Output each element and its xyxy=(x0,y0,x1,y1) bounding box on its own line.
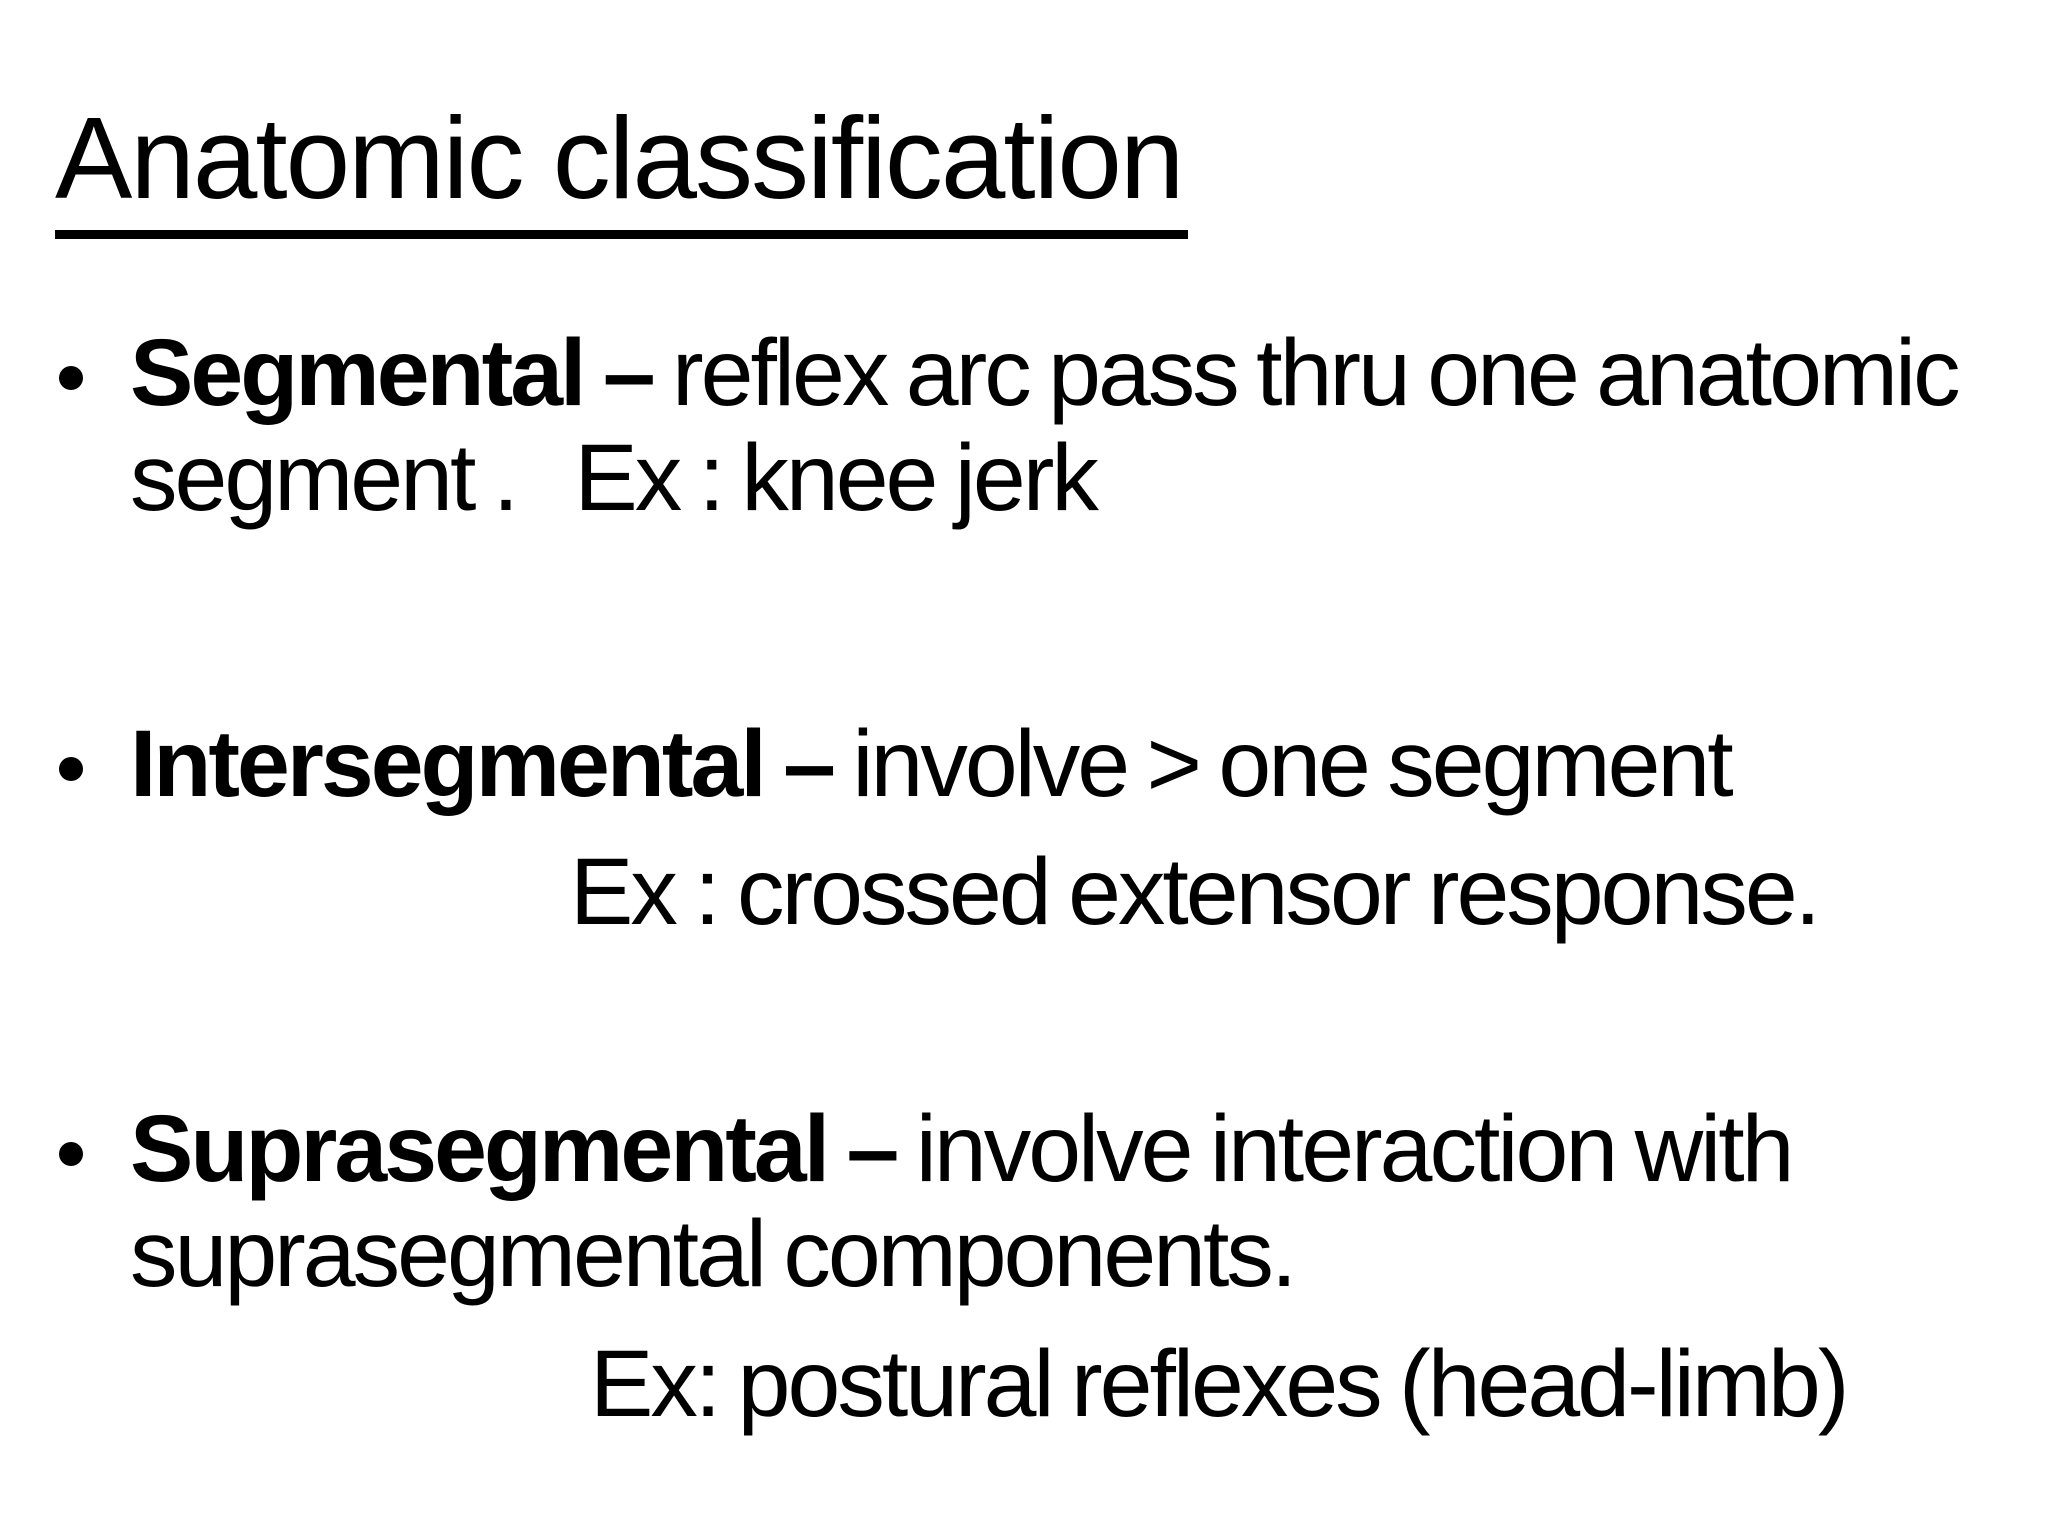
bullet-marker xyxy=(59,1142,83,1166)
bullet-marker xyxy=(59,757,83,781)
bullet-line-segmental: Segmental – reflex arc pass thru one ana… xyxy=(130,326,1961,421)
slide-title: Anatomic classification xyxy=(55,89,1189,240)
bullet-rest: involve > one segment xyxy=(833,711,1733,817)
bullet-continuation-segmental: segment . Ex : knee jerk xyxy=(130,425,1099,531)
bullet-example-intersegmental: Ex : crossed extensor response. xyxy=(570,839,1821,945)
bullet-rest: involve interaction with xyxy=(896,1096,1795,1202)
bullet-example-suprasegmental: Ex: postural reflexes (head-limb) xyxy=(590,1331,1849,1437)
bullet-rest: reflex arc pass thru one anatomic xyxy=(652,320,1961,426)
bullet-term: Segmental – xyxy=(130,320,656,426)
bullet-line-suprasegmental: Suprasegmental – involve interaction wit… xyxy=(130,1102,1795,1197)
bullet-term: Suprasegmental – xyxy=(130,1096,899,1202)
bullet-line-intersegmental: Intersegmental – involve > one segment xyxy=(130,717,1734,812)
bullet-term: Intersegmental – xyxy=(130,711,836,817)
bullet-continuation-suprasegmental: suprasegmental components. xyxy=(130,1201,1297,1307)
bullet-marker xyxy=(59,366,83,390)
